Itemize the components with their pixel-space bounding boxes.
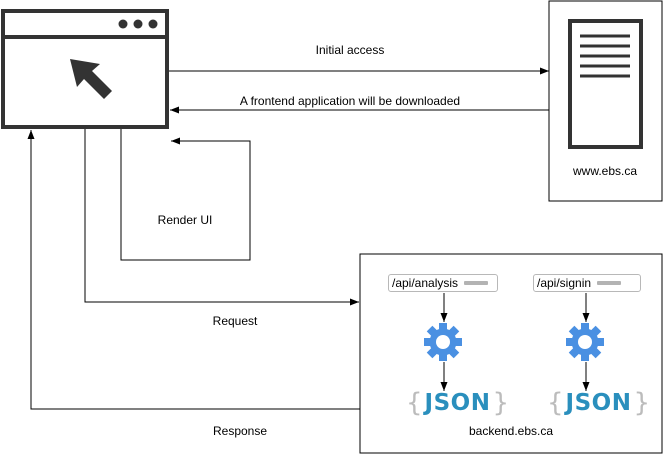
request-arrow — [84, 129, 359, 306]
browser-window-icon — [1, 9, 169, 129]
gear-icon — [424, 323, 462, 361]
json-analysis-badge: { JSON } — [406, 390, 509, 416]
response-label: Response — [212, 424, 268, 438]
json-open-brace: { — [547, 388, 564, 418]
gear-icon — [566, 323, 604, 361]
web-server-host-label: www.ebs.ca — [572, 164, 638, 178]
window-dot-icon — [118, 19, 128, 29]
endpoint-bar — [464, 281, 489, 285]
backend-host-label: backend.ebs.ca — [468, 424, 554, 438]
endpoint-signin: /api/signin — [533, 274, 641, 292]
json-open-brace: { — [406, 388, 423, 418]
json-close-brace: } — [633, 388, 651, 418]
window-dot-icon — [148, 19, 158, 29]
response-arrow — [27, 130, 360, 410]
initial-access-label: Initial access — [315, 43, 385, 57]
cursor-arrow-icon — [70, 59, 112, 99]
request-label: Request — [212, 314, 258, 328]
render-ui-arrow — [120, 129, 251, 261]
endpoint-signin-path: /api/signin — [537, 276, 592, 290]
endpoint-analysis: /api/analysis — [388, 274, 498, 292]
json-close-brace: } — [492, 388, 510, 418]
endpoint-analysis-path: /api/analysis — [392, 276, 459, 290]
json-signin-label: JSON — [565, 389, 632, 416]
json-signin-badge: { JSON } — [547, 390, 650, 416]
endpoint-bar — [597, 281, 622, 285]
render-ui-label: Render UI — [157, 213, 213, 227]
frontend-download-label: A frontend application will be downloade… — [239, 94, 461, 108]
json-analysis-label: JSON — [424, 389, 491, 416]
server-document-icon — [568, 19, 643, 149]
window-dot-icon — [133, 19, 143, 29]
